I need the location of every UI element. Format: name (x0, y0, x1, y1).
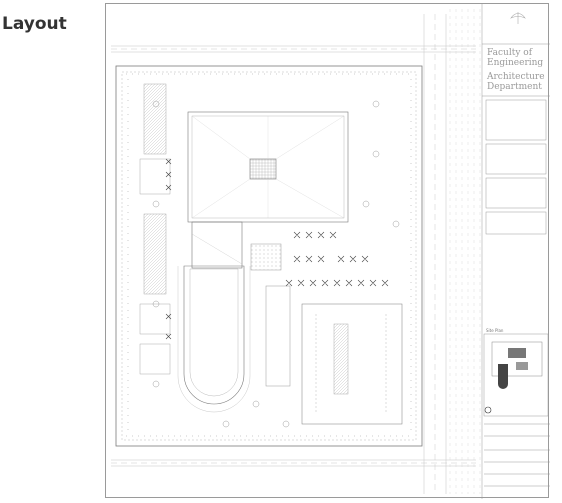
umbrella-symbols (165, 158, 389, 340)
site-inner-boundary (121, 71, 417, 441)
sports-track (177, 221, 251, 413)
site-boundary (115, 65, 423, 447)
north-arrow-icon (484, 406, 492, 414)
margin-dashes (449, 9, 481, 494)
drawing-sheet: Faculty of Engineering Architecture Depa… (105, 3, 550, 499)
site-plan-thumbnail (484, 341, 543, 414)
main-building (187, 111, 349, 223)
parking-area (250, 243, 403, 425)
page-title: Layout (2, 14, 67, 34)
title-block (481, 4, 550, 499)
university-logo (510, 12, 526, 24)
faculty-title: Faculty of Engineering (487, 48, 544, 68)
site-trees (152, 100, 400, 428)
road-dashes (111, 14, 476, 494)
site-plan-label: Site Plan (486, 328, 504, 333)
surrounding-roads (111, 14, 476, 494)
left-zones (139, 83, 171, 375)
department-title: Architecture Department (487, 72, 545, 92)
architectural-layout-drawing (111, 4, 550, 499)
